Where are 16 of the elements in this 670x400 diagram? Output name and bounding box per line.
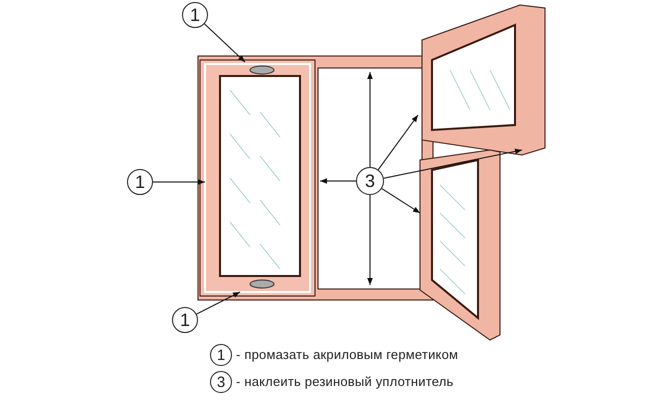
callout-number: 1 [172, 307, 198, 333]
callout-number: 1 [210, 344, 232, 366]
legend-text: - наклеить резиновый уплотнитель [236, 374, 454, 389]
leader-arrow [196, 292, 240, 315]
leader-arrow [383, 148, 522, 179]
callout-number: 1 [182, 2, 208, 28]
leader-arrow [367, 72, 373, 168]
callout-number: 3 [210, 371, 232, 393]
leader-arrow [152, 179, 206, 185]
leader-arrow [204, 23, 246, 62]
callout-number: 1 [127, 169, 153, 195]
leader-arrow [381, 188, 420, 214]
legend-text: - промазать акриловым герметиком [236, 347, 458, 362]
leader-arrow [367, 194, 373, 286]
leader-arrow [320, 178, 356, 184]
leader-arrow [378, 114, 418, 170]
